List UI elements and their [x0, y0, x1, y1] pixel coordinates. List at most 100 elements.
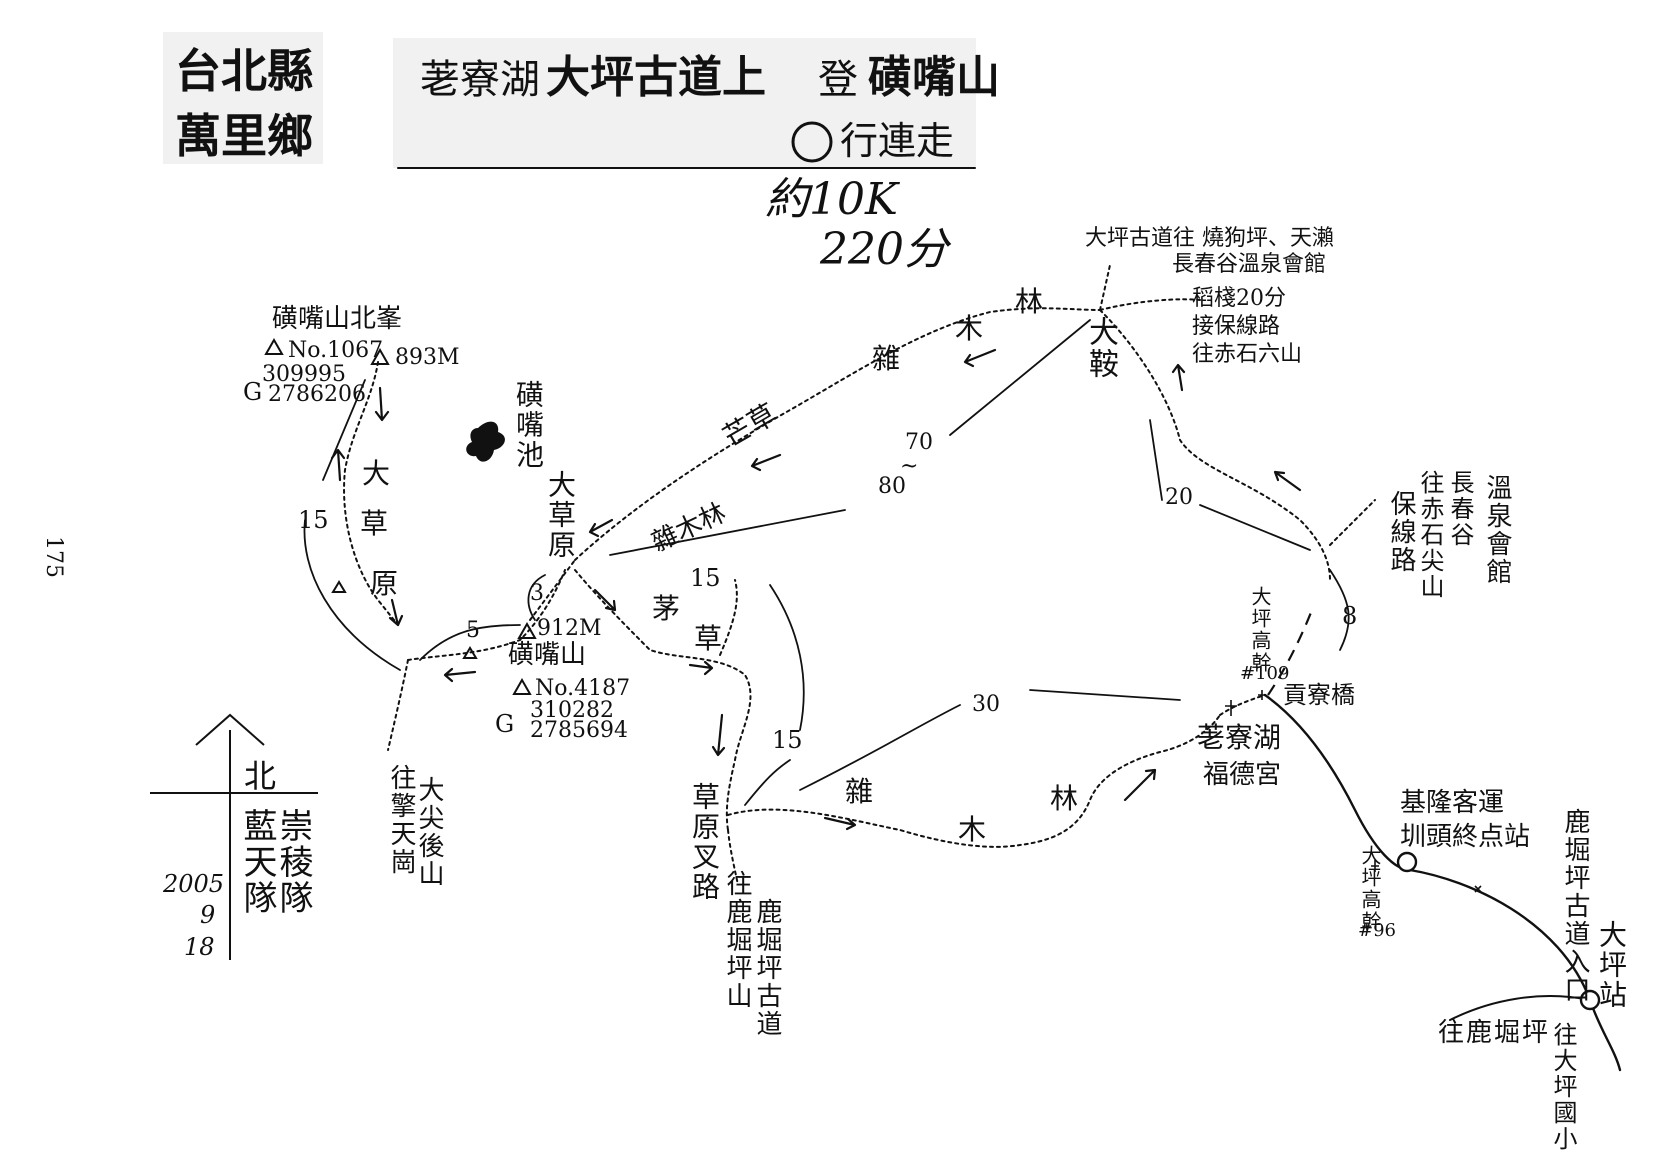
road-branch	[1449, 995, 1591, 1021]
mao-char-2: 草	[694, 622, 723, 655]
segment-3	[527, 574, 546, 621]
za2-char: 雜	[845, 775, 874, 808]
grass-junction-label: 草原叉路	[688, 782, 721, 902]
segment-15-mid	[769, 584, 805, 731]
mu-char: 木	[955, 312, 984, 345]
pole-109-no: #109	[1240, 663, 1290, 684]
segment-30b	[1029, 689, 1181, 701]
trail-power-line	[1267, 609, 1314, 696]
arrow-icon	[688, 660, 714, 676]
arrow-icon	[330, 448, 346, 482]
bus-terminal-line1: 基隆客運	[1400, 788, 1505, 818]
trail-daan-east	[1099, 298, 1201, 311]
to-lukuping-label: 往鹿堀坪	[1438, 1018, 1551, 1048]
daan-note-line2: 長春谷溫泉會館	[1172, 252, 1327, 277]
title-peak: 磺嘴山	[868, 52, 1000, 103]
marker-icon	[1474, 885, 1482, 893]
daan-note-line4: 接保線路	[1192, 314, 1281, 339]
gongliao-bridge-label: 貢寮橋	[1283, 681, 1355, 709]
trail-dacaoyuan-south	[574, 569, 752, 831]
dacaoyuan-label: 大草原	[544, 470, 577, 560]
title-box	[393, 38, 976, 168]
north-peak-triangle-icon	[370, 347, 390, 365]
time-30: 30	[972, 692, 1000, 717]
pole-109-name: 大坪高幹	[1248, 586, 1272, 674]
arrow-icon	[1123, 768, 1157, 802]
small-triangle-icon	[331, 580, 347, 593]
time-80: 80	[878, 474, 906, 499]
main-peak-marker-triangle-icon	[512, 677, 532, 695]
segment-30	[799, 704, 961, 791]
north-peak-marker-triangle-icon	[264, 337, 284, 355]
north-peak-elevation: 893M	[395, 345, 460, 370]
north-peak-name: 磺嘴山北峯	[272, 304, 403, 334]
segment-20b	[1199, 504, 1311, 551]
main-peak-marker: No.4187	[535, 676, 631, 701]
temple-icon	[1225, 700, 1237, 716]
arrow-icon	[823, 816, 857, 831]
grass-char-3: 原	[370, 567, 399, 600]
title-verb: 登	[818, 57, 858, 103]
compass-arrow-icon	[195, 713, 265, 960]
segment-8	[1329, 569, 1350, 651]
time-15-lower: 15	[772, 726, 803, 754]
time-3: 3	[530, 581, 544, 606]
grass-char-1: 大	[362, 457, 391, 490]
pond-icon	[466, 421, 505, 462]
pole-icon	[1258, 690, 1266, 700]
segment-dacaoyuan	[609, 509, 846, 556]
daan-note-line3: 稻棧20分	[1192, 286, 1286, 311]
grass-char-2: 草	[360, 507, 389, 540]
time-8: 8	[1342, 602, 1358, 630]
main-peak-grid-e: 310282	[530, 698, 614, 723]
segment-5	[419, 624, 521, 661]
trail-grass-junction-south	[727, 829, 739, 886]
main-peak-elevation: 912M	[537, 616, 602, 641]
trail-north-route	[574, 307, 1101, 561]
arrow-icon	[374, 386, 390, 422]
main-peak-grid-label: G	[495, 710, 515, 738]
time-20: 20	[1165, 485, 1193, 510]
arrow-icon	[1171, 363, 1186, 392]
dajian-label: 大尖後山	[414, 776, 444, 888]
arrow-icon	[443, 667, 477, 683]
time-70: 70	[905, 430, 933, 455]
arrow-icon	[963, 348, 997, 368]
north-peak-grid-n: 2786206	[268, 382, 366, 407]
segment-15-left	[303, 519, 401, 671]
lukuping-old-trail-label: 鹿堀坪古道	[752, 898, 782, 1038]
lin-char: 林	[1015, 285, 1044, 318]
arrow-icon	[588, 518, 614, 538]
to-lukuping-mtn-label: 往鹿堀坪山	[722, 870, 752, 1010]
loop-label: 行連走	[840, 119, 955, 163]
daan-note-line5: 往赤石六山	[1192, 342, 1303, 367]
distance-label: 約10K	[765, 174, 898, 225]
main-peak-grid-n: 2785694	[530, 718, 628, 743]
mu2-char: 木	[958, 813, 987, 846]
mao-char-1: 茅	[652, 592, 681, 625]
time-15-mid: 15	[690, 564, 721, 592]
daping-station-icon	[1579, 989, 1601, 1011]
north-peak-grid-e: 309995	[262, 362, 346, 387]
duration-label: 220分	[820, 224, 948, 275]
north-peak-grid-label: G	[243, 378, 263, 406]
team-b-label: 崇稜隊	[273, 808, 313, 916]
county-box	[163, 32, 323, 164]
trail-daan-north	[1099, 264, 1111, 311]
compass-north-label: 北	[244, 757, 277, 795]
arrow-icon	[593, 588, 617, 612]
bus-terminal-icon	[1396, 851, 1418, 873]
trail-lower-route	[727, 714, 1221, 848]
arrow-icon	[388, 598, 404, 627]
daan-note-line1: 大坪古道往 燒狗坪、天瀨	[1085, 226, 1334, 251]
date-month: 9	[200, 901, 216, 929]
trail-right-branch	[1329, 499, 1376, 546]
trail-peak-dacaoyuan	[529, 559, 576, 621]
team-a-label: 藍天隊	[237, 808, 277, 916]
pole96-icon	[1371, 860, 1379, 872]
north-peak-marker: No.1067	[288, 338, 384, 363]
county-label: 台北縣	[175, 44, 313, 98]
segment-70-80	[949, 319, 1091, 436]
changchun-label: 長春谷	[1446, 470, 1474, 548]
